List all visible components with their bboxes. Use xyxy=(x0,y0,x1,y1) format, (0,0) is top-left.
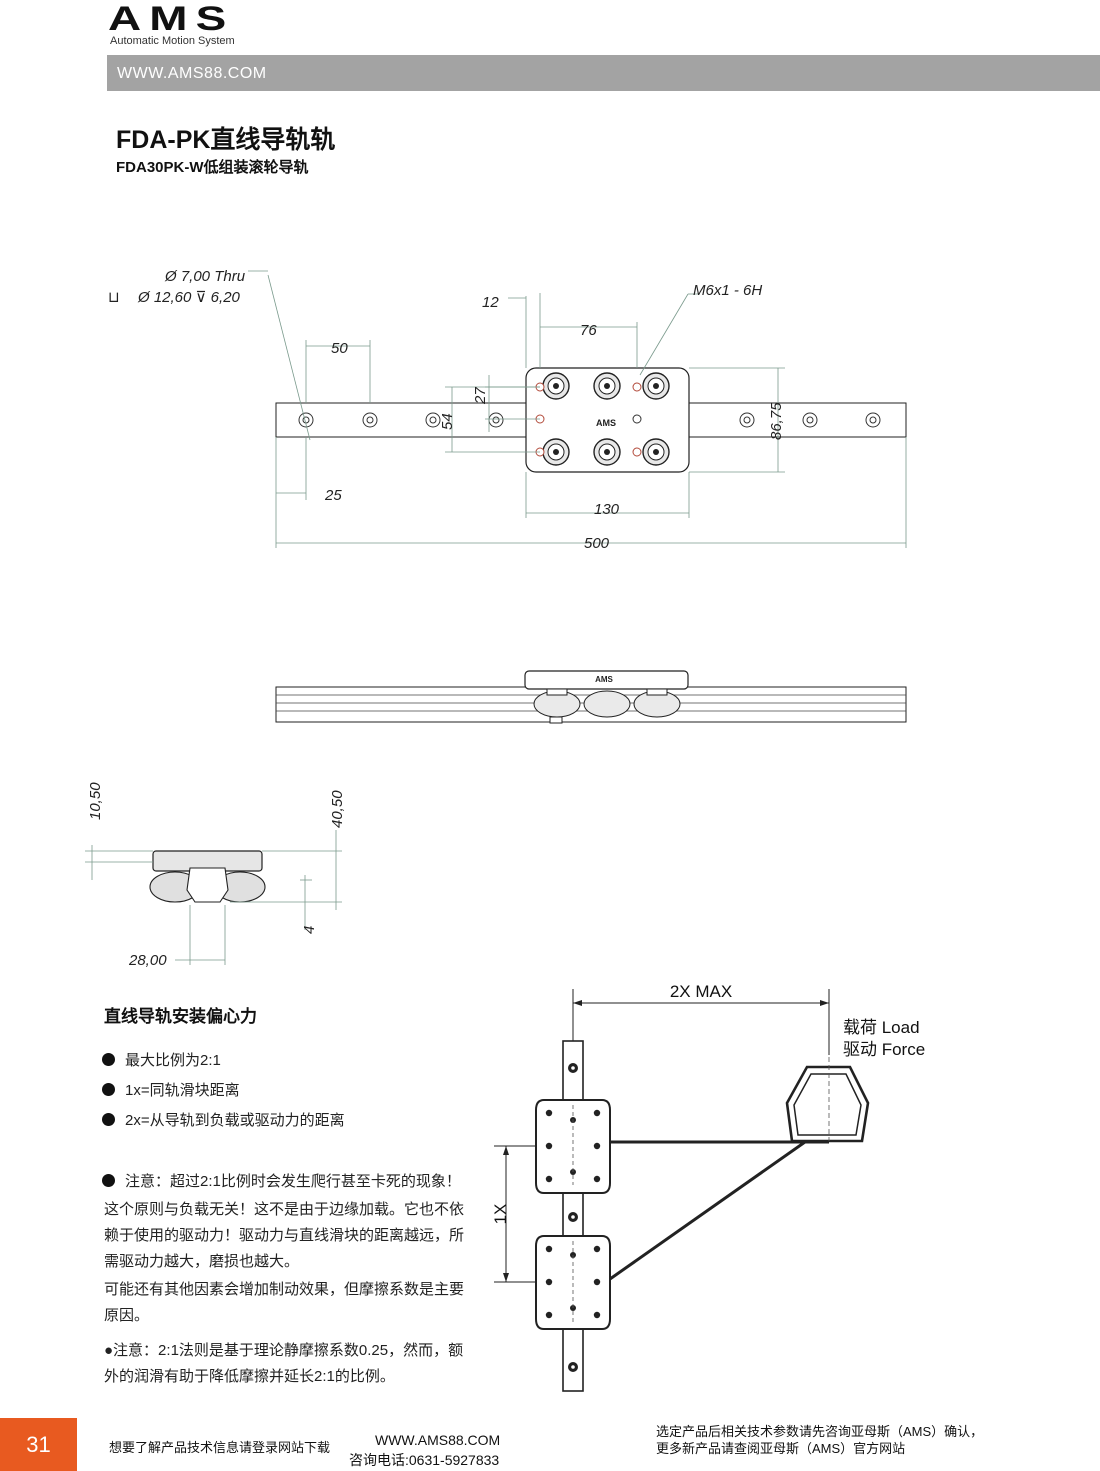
page-title: FDA-PK直线导轨轨 xyxy=(116,126,336,154)
label-2x-max: 2X MAX xyxy=(670,982,732,1001)
page-number: 31 xyxy=(0,1418,77,1471)
footer-phone: 咨询电话:0631-5927833 xyxy=(349,1452,500,1468)
dim-27: 27 xyxy=(472,387,489,405)
bullet-item: 最大比例为2:1 xyxy=(102,1049,221,1070)
dim-25: 25 xyxy=(324,487,342,504)
side-rollers xyxy=(533,690,681,718)
bullet-dot-icon xyxy=(102,1113,115,1126)
side-view-drawing: AMS xyxy=(275,670,907,724)
dim-40-50: 40,50 xyxy=(329,790,346,828)
counterbore-symbol: ⊔ xyxy=(108,289,120,306)
paragraph-note-2: ●注意：2:1法则是基于理论静摩擦系数0.25，然而，额外的润滑有助于降低摩擦并… xyxy=(104,1342,464,1385)
paragraph-friction: 可能还有其他因素会增加制动效果，但摩擦系数是主要原因。 xyxy=(104,1281,465,1324)
dim-4: 4 xyxy=(301,926,318,934)
header-url-bar: WWW.AMS88.COM xyxy=(107,55,1100,91)
carriage-side xyxy=(524,670,689,690)
load-bucket-icon xyxy=(785,1065,870,1143)
diagram-carriage-lower xyxy=(535,1235,611,1330)
page-subtitle: FDA30PK-W低组装滚轮导轨 xyxy=(116,159,309,176)
dim-500: 500 xyxy=(584,535,610,552)
top-view-drawing: AMS Ø 7,00 Thru ⊔ Ø 12,60 ⊽ 6,20 M6x1 xyxy=(108,268,907,552)
label-1x: 1X xyxy=(491,1204,510,1225)
end-rail-profile xyxy=(186,867,229,903)
section-heading: 直线导轨安装偏心力 xyxy=(104,1007,257,1026)
dim-28-00: 28,00 xyxy=(128,952,167,969)
load-label: 载荷 Load xyxy=(843,1018,920,1037)
dim-54: 54 xyxy=(439,413,456,430)
dim-130: 130 xyxy=(594,501,620,518)
dim-86-75: 86,75 xyxy=(768,402,785,440)
dim-50: 50 xyxy=(331,340,348,357)
carriage-side-logo: AMS xyxy=(595,675,613,684)
force-label: 驱动 Force xyxy=(843,1040,925,1059)
paragraph-principle: 这个原则与负载无关！这不是由于边缘加载。它也不依赖于使用的驱动力！驱动力与直线滑… xyxy=(104,1201,465,1270)
brand-logo: AMS xyxy=(108,0,235,38)
bullet-dot-icon xyxy=(102,1174,115,1187)
bullet-item: 2x=从导轨到负载或驱动力的距离 xyxy=(102,1109,345,1130)
eccentric-force-diagram: 2X MAX 1X 载荷 Load 驱动 Force xyxy=(491,982,925,1392)
roller-icons xyxy=(542,372,670,466)
hole-note-counterbore: Ø 12,60 ⊽ 6,20 xyxy=(137,289,241,306)
bullet-item: 1x=同轨滑块距离 xyxy=(102,1079,240,1100)
dim-10-50: 10,50 xyxy=(87,782,104,820)
carriage-logo: AMS xyxy=(596,418,616,428)
footer-note-line-1: 选定产品后相关技术参数请先咨询亚母斯（AMS）确认， xyxy=(656,1424,984,1439)
thread-note: M6x1 - 6H xyxy=(693,282,762,299)
footer-note-line-2: 更多新产品请查阅亚母斯（AMS）官方网站 xyxy=(656,1441,906,1456)
brand-tagline: Automatic Motion System xyxy=(110,35,235,47)
bullet-dot-icon xyxy=(102,1053,115,1066)
bullet-dot-icon xyxy=(102,1083,115,1096)
warning-note: 注意：超过2:1比例时会发生爬行甚至卡死的现象！ xyxy=(102,1170,461,1191)
diagram-carriage-upper xyxy=(535,1099,611,1194)
dim-12: 12 xyxy=(482,294,499,311)
dim-76: 76 xyxy=(580,322,597,339)
hole-note-thru: Ø 7,00 Thru xyxy=(164,268,246,285)
footer-url[interactable]: WWW.AMS88.COM xyxy=(375,1432,501,1448)
footer-download-note: 想要了解产品技术信息请登录网站下载 xyxy=(109,1440,331,1455)
header-url[interactable]: WWW.AMS88.COM xyxy=(117,65,267,82)
end-view-drawing: 10,50 40,50 4 28,00 xyxy=(85,782,346,969)
